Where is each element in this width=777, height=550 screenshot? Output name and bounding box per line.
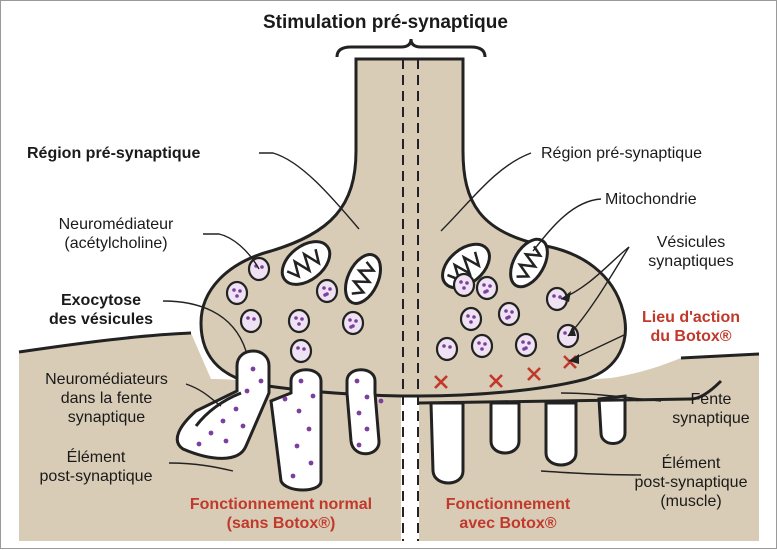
cleft-line3: synaptique	[9, 408, 204, 427]
right-caption-line2: avec Botox®	[423, 514, 593, 533]
left-caption: Fonctionnement normal (sans Botox®)	[176, 495, 386, 533]
vesicles-label: Vésicules synaptiques	[621, 233, 761, 271]
right-caption-line1: Fonctionnement	[423, 495, 593, 514]
vesicle	[227, 282, 247, 304]
right-cleft-label: Fente synaptique	[656, 390, 766, 428]
right-cleft-line1: Fente	[656, 390, 766, 409]
left-exocytosis-label: Exocytose des vésicules	[31, 291, 171, 329]
title-bracket	[337, 39, 485, 57]
botox-site-line2: du Botox®	[621, 327, 761, 346]
left-region-label: Région pré-synaptique	[27, 144, 200, 163]
vesicle	[454, 274, 474, 296]
vesicle	[437, 338, 457, 360]
cleft-line1: Neuromédiateurs	[9, 370, 204, 389]
caption-line1: Fonctionnement normal	[176, 495, 386, 514]
left-neuromediator-label: Neuromédiateur (acétylcholine)	[31, 215, 201, 253]
right-cleft-line2: synaptique	[656, 409, 766, 428]
vesicle	[291, 340, 311, 362]
page-title: Stimulation pré-synaptique	[263, 13, 508, 32]
right-element-line2: post-synaptique	[621, 473, 761, 492]
right-element-line1: Élément	[621, 454, 761, 473]
mitochondria-label: Mitochondrie	[605, 190, 697, 209]
botox-site-line1: Lieu d'action	[621, 308, 761, 327]
vesicles-line2: synaptiques	[621, 252, 761, 271]
left-postsynaptic-label: Élément post-synaptique	[21, 448, 171, 486]
exocytosis-line1: Exocytose	[31, 291, 171, 310]
vesicle	[477, 277, 497, 299]
neuromediator-line1: Neuromédiateur	[31, 215, 201, 234]
vesicle	[317, 280, 337, 302]
right-region-label: Région pré-synaptique	[541, 144, 702, 163]
vesicle	[499, 303, 519, 325]
caption-line2: (sans Botox®)	[176, 514, 386, 533]
right-element-line3: (muscle)	[621, 492, 761, 511]
vesicle	[343, 312, 363, 334]
vesicle	[472, 335, 492, 357]
vesicle	[461, 308, 481, 330]
vesicle	[289, 310, 309, 332]
exocytosis-line2: des vésicules	[31, 310, 171, 329]
right-postsynaptic-label: Élément post-synaptique (muscle)	[621, 454, 761, 511]
element-line1: Élément	[21, 448, 171, 467]
cleft-line2: dans la fente	[9, 389, 204, 408]
left-cleft-label: Neuromédiateurs dans la fente synaptique	[9, 370, 204, 427]
vesicle	[241, 310, 261, 332]
botox-site-label: Lieu d'action du Botox®	[621, 308, 761, 346]
vesicle	[516, 334, 536, 356]
vesicles-line1: Vésicules	[621, 233, 761, 252]
right-caption: Fonctionnement avec Botox®	[423, 495, 593, 533]
element-line2: post-synaptique	[21, 467, 171, 486]
neuromediator-line2: (acétylcholine)	[31, 234, 201, 253]
